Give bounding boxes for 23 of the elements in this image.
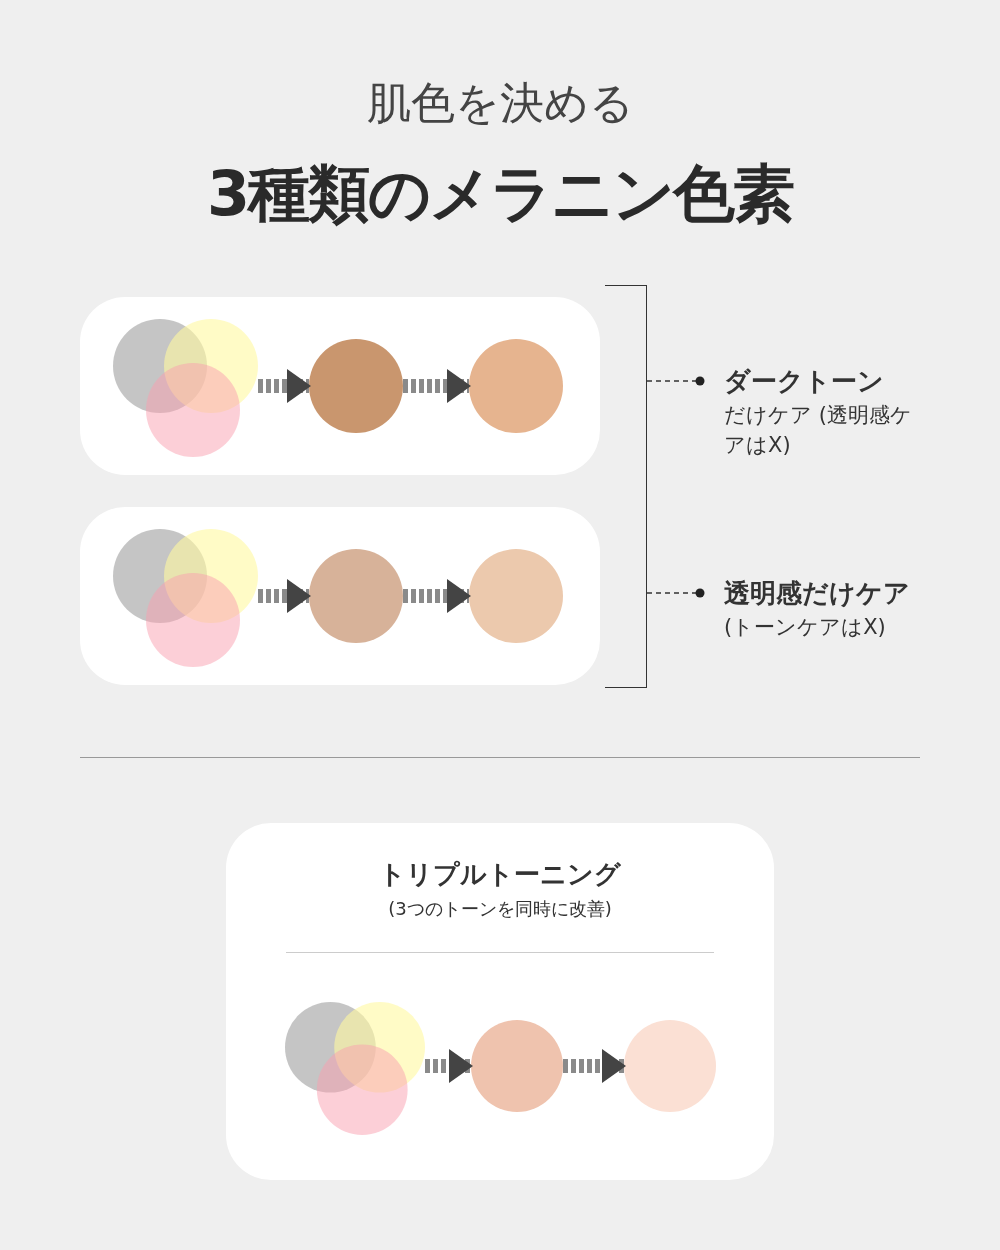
arrow bbox=[403, 579, 471, 613]
rounded-card bbox=[80, 507, 600, 685]
overlapping-circles-drawing bbox=[113, 319, 258, 457]
callout-heading: ダークトーン bbox=[724, 365, 885, 398]
rounded-card bbox=[80, 297, 600, 475]
card-heading: トリプルトーニング bbox=[378, 858, 622, 891]
leader-line bbox=[646, 376, 705, 386]
overlapping-circles-drawing bbox=[113, 529, 258, 667]
arrow bbox=[258, 579, 311, 613]
arrow bbox=[425, 1049, 473, 1083]
arrow bbox=[258, 369, 311, 403]
leader-line bbox=[646, 588, 705, 598]
arrow bbox=[403, 369, 471, 403]
callout-note: だけケア (透明感ケアはX) bbox=[724, 402, 913, 459]
title: 3種類のメラニン色素 bbox=[205, 156, 795, 232]
callout-heading: 透明感だけケア bbox=[724, 577, 911, 610]
overlapping-circles-drawing bbox=[285, 1002, 425, 1135]
rounded-card bbox=[226, 823, 774, 1180]
bracket bbox=[605, 285, 647, 688]
heading-text: 肌色を決める bbox=[365, 76, 635, 130]
card-subheading: (3つのトーンを同時に改善) bbox=[387, 897, 613, 921]
callout-note: (トーンケアはX) bbox=[724, 614, 887, 641]
arrow bbox=[563, 1049, 626, 1083]
